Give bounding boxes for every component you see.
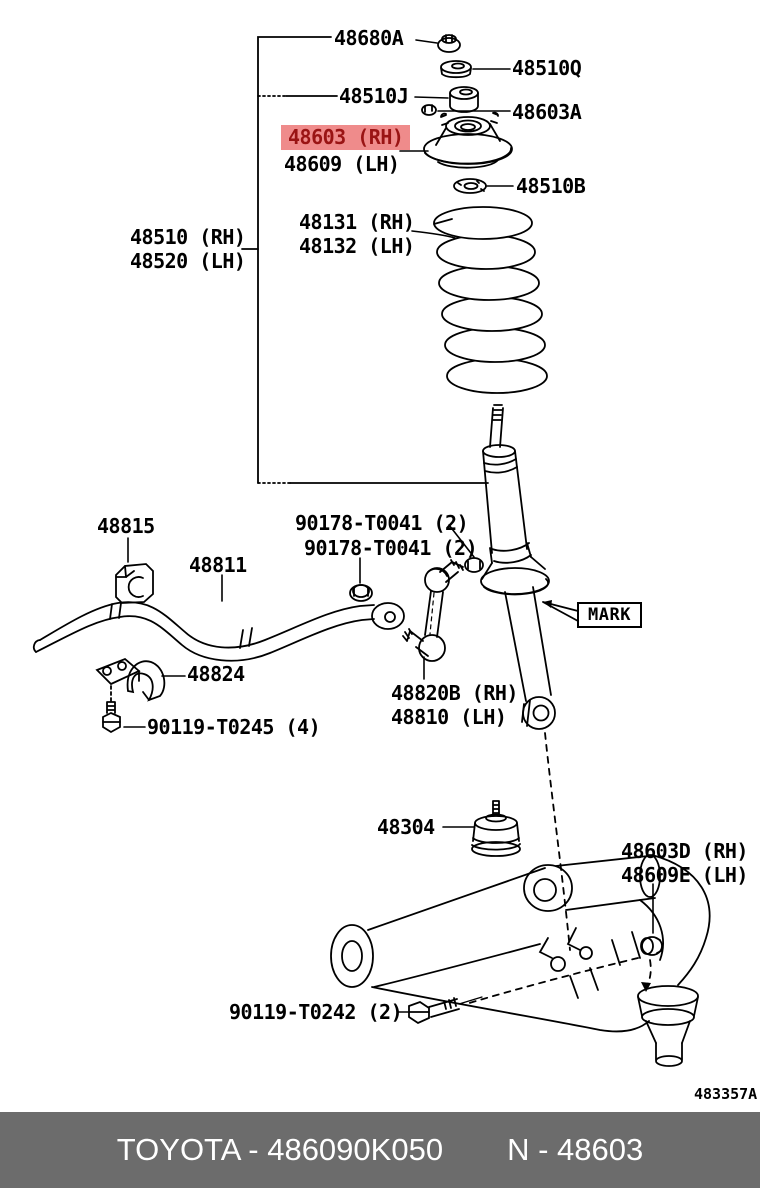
part-label-48609-lh[interactable]: 48609 (LH) <box>284 152 400 176</box>
top-mount-parts-drawing <box>421 34 513 194</box>
drawing-number: 483357A <box>694 1085 758 1103</box>
part-label-90178-t0041-a[interactable]: 90178-T0041 (2) <box>295 511 469 535</box>
part-label-48603A[interactable]: 48603A <box>512 100 582 124</box>
leader-lines <box>123 39 654 1013</box>
part-label-48510-rh[interactable]: 48510 (RH) <box>130 225 246 249</box>
bump-stop-drawing <box>471 800 521 857</box>
part-label-48132-lh[interactable]: 48132 (LH) <box>299 234 415 258</box>
part-label-90119-t0242[interactable]: 90119-T0242 (2) <box>229 1000 403 1024</box>
part-label-48304[interactable]: 48304 <box>377 815 435 839</box>
mark-arrow <box>542 600 579 622</box>
shock-absorber-drawing <box>480 404 556 730</box>
part-label-48510-48520[interactable]: 48510 (RH) 48520 (LH) <box>130 225 246 273</box>
part-label-48510J[interactable]: 48510J <box>339 84 409 108</box>
arrowhead <box>641 982 651 992</box>
footer-bar: TOYOTA - 486090K050 N - 48603 <box>0 1112 760 1188</box>
stabilizer-bar-drawing <box>32 563 405 734</box>
part-label-90178-t0041-b[interactable]: 90178-T0041 (2) <box>304 536 478 560</box>
part-label-48131-rh[interactable]: 48131 (RH) <box>299 210 415 234</box>
diagram-artwork <box>32 34 711 1067</box>
part-label-48815[interactable]: 48815 <box>97 514 155 538</box>
part-label-48824[interactable]: 48824 <box>187 662 245 686</box>
bracket-lines <box>241 36 489 484</box>
part-label-48131-48132[interactable]: 48131 (RH) 48132 (LH) <box>299 210 415 258</box>
footer-brand-part: TOYOTA - 486090K050 <box>116 1132 444 1167</box>
footer-reference: N - 48603 <box>507 1132 644 1167</box>
part-label-48820b-48810[interactable]: 48820B (RH) 48810 (LH) <box>391 681 518 729</box>
mark-label: MARK <box>577 602 642 628</box>
part-label-48510Q[interactable]: 48510Q <box>512 56 582 80</box>
part-label-48680A[interactable]: 48680A <box>334 26 404 50</box>
stabilizer-link-drawing <box>349 557 484 662</box>
part-label-48603d-rh[interactable]: 48603D (RH) <box>621 839 748 863</box>
part-label-48820b-rh[interactable]: 48820B (RH) <box>391 681 518 705</box>
part-label-48609e-lh[interactable]: 48609E (LH) <box>621 863 748 887</box>
part-label-48520-lh[interactable]: 48520 (LH) <box>130 249 246 273</box>
lower-arm-drawing <box>330 854 711 1067</box>
coil-spring-drawing <box>433 206 548 394</box>
part-label-48603-rh-highlighted[interactable]: 48603 (RH) <box>281 125 411 150</box>
part-label-90119-t0245[interactable]: 90119-T0245 (4) <box>147 715 321 739</box>
part-label-48510B[interactable]: 48510B <box>516 174 586 198</box>
part-label-48811[interactable]: 48811 <box>189 553 247 577</box>
part-label-48603d-48609e[interactable]: 48603D (RH) 48609E (LH) <box>621 839 748 887</box>
part-label-48810-lh[interactable]: 48810 (LH) <box>391 705 507 729</box>
